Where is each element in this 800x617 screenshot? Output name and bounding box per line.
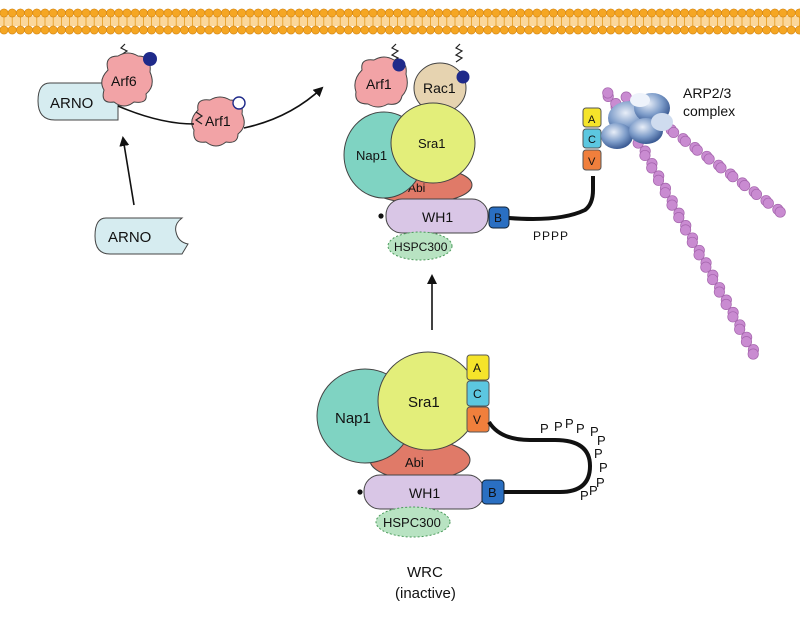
- a-active-label: A: [588, 114, 596, 126]
- wrc-state: (inactive): [395, 585, 456, 602]
- arno-free: ARNO: [94, 217, 189, 255]
- wh1-inactive-label: WH1: [409, 485, 440, 501]
- arf6-label: Arf6: [111, 73, 137, 89]
- wrc-active-complex: Abi Nap1 Sra1 WH1 HSPC300 B PPPP A C V: [343, 102, 602, 261]
- arp23-complex: [601, 93, 673, 149]
- arrow-arno-recruitment: [119, 136, 135, 206]
- lipid-bilayer-membrane: [0, 8, 800, 35]
- rac1-gtp-dot: [456, 70, 470, 84]
- pppp-active-label: PPPP: [533, 229, 569, 243]
- b-active-domain: [488, 206, 510, 229]
- c-active-label: C: [588, 134, 596, 146]
- arf1-moving-protein: Arf1: [191, 96, 246, 147]
- hspc-inactive-label: HSPC300: [383, 515, 441, 530]
- rac1-protein: Rac1: [413, 43, 470, 114]
- a-inactive-label: A: [473, 361, 481, 375]
- arp-label-line2: complex: [683, 103, 735, 119]
- a-inactive-domain: [466, 354, 490, 381]
- arf1-active-label: Arf1: [366, 76, 392, 92]
- b-active-label: B: [494, 211, 502, 225]
- proline-letter: P: [554, 419, 563, 434]
- v-inactive-label: V: [473, 413, 481, 427]
- proline-letter: P: [576, 421, 585, 436]
- arf1-gtp-dot: [392, 58, 406, 72]
- sra1-active-label: Sra1: [418, 136, 445, 151]
- wave-linker-active: [508, 176, 595, 221]
- nap1-inactive-label: Nap1: [335, 410, 371, 427]
- v-active-domain: [582, 149, 602, 171]
- arf-path-curve: [117, 105, 195, 125]
- hspc-active-label: HSPC300: [394, 240, 448, 254]
- proline-letter: P: [594, 446, 603, 461]
- proline-letter: P: [597, 433, 606, 448]
- c-active-domain: [582, 128, 602, 149]
- arno-free-label: ARNO: [108, 229, 151, 246]
- hspc-active-shape: [387, 231, 453, 261]
- proline-letter: P: [599, 460, 608, 475]
- c-inactive-domain: [466, 380, 490, 407]
- sra1-active-shape: [390, 102, 476, 184]
- gtp-bound-dot: [143, 52, 157, 66]
- c-inactive-label: C: [473, 387, 482, 401]
- arp-label-line1: ARP2/3: [683, 85, 731, 101]
- arf6-protein: Arf6: [101, 43, 157, 107]
- proline-letter: P: [580, 488, 589, 503]
- wave-linker-inactive: [487, 420, 593, 494]
- proline-letter: P: [540, 421, 549, 436]
- arf1-moving-label: Arf1: [205, 113, 231, 129]
- wh1-active-label: WH1: [422, 209, 453, 225]
- arf1-active-protein: Arf1: [354, 43, 408, 108]
- arrow-to-active-complex: [243, 86, 324, 129]
- proline-letter: P: [596, 475, 605, 490]
- wrc-inactive-complex: Abi Nap1 Sra1 WH1 HSPC300 B A C V: [316, 351, 593, 538]
- b-inactive-label: B: [488, 485, 497, 500]
- proline-letter: P: [590, 424, 599, 439]
- sra1-inactive-label: Sra1: [408, 394, 440, 411]
- abi-inactive-label: Abi: [405, 455, 424, 470]
- proline-letter: P: [589, 483, 598, 498]
- v-inactive-domain: [466, 406, 490, 433]
- wrc-title: WRC: [407, 564, 443, 581]
- a-active-domain: [582, 107, 602, 128]
- hspc-inactive-shape: [375, 506, 451, 538]
- arno-membrane: ARNO: [37, 82, 119, 121]
- nap1-active-label: Nap1: [356, 148, 387, 163]
- proline-letter: P: [565, 416, 574, 431]
- gdp-open-dot: [232, 96, 246, 110]
- v-active-label: V: [588, 156, 596, 168]
- wh1-active-shape: [385, 198, 489, 234]
- rac1-label: Rac1: [423, 80, 456, 96]
- arno-membrane-label: ARNO: [50, 95, 93, 112]
